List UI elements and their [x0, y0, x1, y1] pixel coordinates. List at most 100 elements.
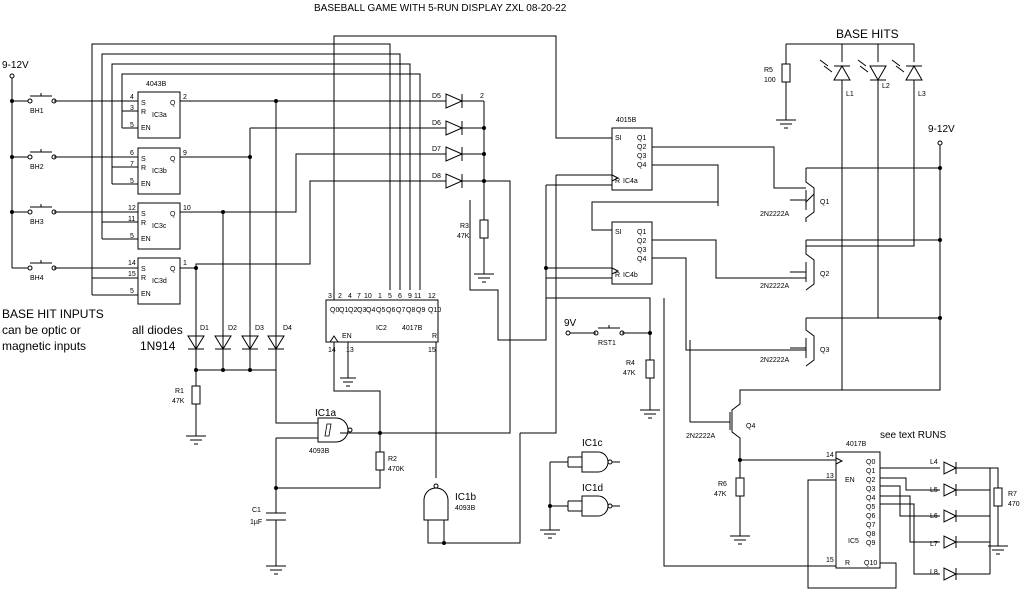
svg-text:EN: EN — [141, 291, 151, 298]
svg-text:Q8: Q8 — [866, 531, 875, 538]
svg-text:L4: L4 — [930, 459, 938, 466]
ic3b-label: IC3b — [152, 168, 167, 175]
svg-text:Q: Q — [170, 211, 176, 218]
ic3c-label: IC3c — [152, 223, 167, 230]
svg-text:470: 470 — [1008, 501, 1020, 508]
svg-text:5: 5 — [130, 178, 134, 185]
svg-text:D3: D3 — [255, 325, 264, 332]
diode-d2: D2 — [214, 325, 237, 350]
svg-text:R: R — [845, 560, 850, 567]
runs-label: see text RUNS — [880, 430, 946, 441]
svg-text:IC4b: IC4b — [623, 272, 638, 279]
svg-text:D6: D6 — [432, 120, 441, 127]
svg-text:Q0: Q0 — [330, 307, 339, 314]
svg-text:Q5: Q5 — [376, 307, 385, 314]
ic3a-label: IC3a — [152, 112, 167, 119]
svg-text:14: 14 — [328, 347, 336, 354]
svg-text:IC1c: IC1c — [582, 438, 603, 449]
button-bh2: BH2 — [10, 149, 70, 171]
svg-text:D4: D4 — [283, 325, 292, 332]
svg-text:Q6: Q6 — [866, 513, 875, 520]
svg-text:Q7: Q7 — [866, 522, 875, 529]
svg-text:Q10: Q10 — [864, 560, 877, 567]
svg-text:Q1: Q1 — [820, 199, 829, 206]
svg-text:IC1d: IC1d — [582, 483, 603, 494]
supply-left-terminal — [9, 73, 15, 79]
base-hit-inputs-title: BASE HIT INPUTS — [2, 307, 104, 321]
svg-text:3: 3 — [130, 105, 134, 112]
base-hit-inputs-line2: can be optic or — [2, 323, 81, 337]
ic3-reset-bus — [91, 43, 421, 295]
svg-text:R3: R3 — [460, 223, 469, 230]
svg-text:R1: R1 — [175, 388, 184, 395]
svg-text:470K: 470K — [388, 466, 405, 473]
svg-text:10: 10 — [364, 293, 372, 300]
svg-text:S: S — [141, 156, 146, 163]
svg-text:R6: R6 — [718, 481, 727, 488]
svg-text:Q0: Q0 — [866, 459, 875, 466]
svg-text:L5: L5 — [930, 487, 938, 494]
svg-text:6: 6 — [398, 293, 402, 300]
svg-text:R5: R5 — [764, 67, 773, 74]
led-l7: L7 — [930, 535, 990, 549]
svg-text:2: 2 — [480, 93, 484, 100]
right-supply-rail — [739, 145, 941, 396]
svg-text:5: 5 — [130, 288, 134, 295]
ic3d-label: IC3d — [152, 278, 167, 285]
svg-text:Q2: Q2 — [348, 307, 357, 314]
supply-right-label: 9-12V — [928, 124, 955, 135]
svg-text:SI: SI — [615, 135, 622, 142]
svg-text:6: 6 — [130, 150, 134, 157]
svg-text:Q1: Q1 — [339, 307, 348, 314]
svg-text:5: 5 — [388, 293, 392, 300]
svg-text:4: 4 — [130, 94, 134, 101]
svg-text:4093B: 4093B — [455, 505, 476, 512]
svg-text:2: 2 — [338, 293, 342, 300]
svg-text:15: 15 — [128, 271, 136, 278]
svg-text:15: 15 — [428, 347, 436, 354]
svg-text:11: 11 — [128, 216, 135, 223]
svg-text:L8: L8 — [930, 569, 938, 576]
svg-text:R7: R7 — [1008, 491, 1017, 498]
svg-text:2N2222A: 2N2222A — [760, 357, 790, 364]
svg-text:9: 9 — [408, 293, 412, 300]
svg-text:12: 12 — [128, 205, 136, 212]
supply-right-terminal — [937, 140, 943, 146]
q-line-3 — [180, 153, 446, 349]
svg-text:7: 7 — [357, 293, 361, 300]
svg-text:R: R — [432, 333, 437, 340]
svg-text:1µF: 1µF — [250, 519, 262, 526]
svg-text:C1: C1 — [252, 507, 261, 514]
svg-text:R: R — [141, 275, 146, 282]
svg-text:R: R — [615, 178, 620, 185]
svg-text:Q3: Q3 — [866, 486, 875, 493]
svg-text:Q: Q — [170, 266, 176, 273]
reset-button: 9V RST1 — [546, 297, 652, 360]
svg-text:Q3: Q3 — [637, 247, 646, 254]
svg-text:IC2: IC2 — [376, 325, 387, 332]
svg-text:Q4: Q4 — [637, 162, 646, 169]
svg-text:10: 10 — [183, 205, 191, 212]
leds-runs: L4 L5 L6 L7 L8 — [930, 459, 991, 581]
svg-text:Q1: Q1 — [637, 229, 646, 236]
ic3-part: 4043B — [146, 81, 167, 88]
svg-text:EN: EN — [141, 181, 151, 188]
svg-text:D5: D5 — [432, 93, 441, 100]
svg-text:13: 13 — [346, 347, 354, 354]
svg-text:2: 2 — [183, 94, 187, 101]
svg-text:SI: SI — [615, 229, 622, 236]
svg-text:15: 15 — [826, 557, 834, 564]
svg-text:IC1a: IC1a — [315, 408, 337, 419]
svg-text:Q4: Q4 — [637, 256, 646, 263]
diode-d1: D1 — [187, 325, 209, 350]
svg-text:Q4: Q4 — [746, 423, 755, 430]
capacitor-c1: C1 1µF — [250, 486, 286, 575]
base-hits-rail — [785, 43, 915, 64]
diode-d3: D3 — [241, 325, 264, 350]
